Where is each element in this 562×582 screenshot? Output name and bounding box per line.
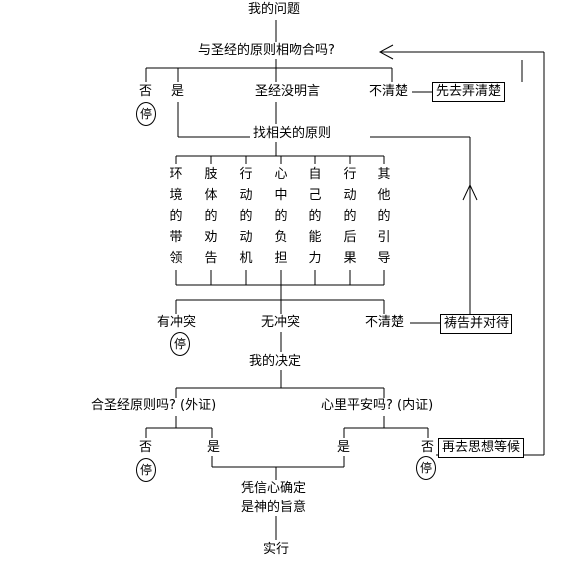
principle-column: 行动的后果 xyxy=(342,164,358,269)
principle-char: 劝 xyxy=(204,230,218,245)
my-decision: 我的决定 xyxy=(248,354,303,370)
stop-icon: 停 xyxy=(136,458,156,482)
box-rethink-and-wait: 再去思想等候 xyxy=(438,438,525,458)
principle-char: 自 xyxy=(308,167,322,182)
principle-char: 告 xyxy=(204,251,218,266)
page-title: 我的问题 xyxy=(247,2,302,18)
principle-char: 的 xyxy=(239,209,253,224)
principle-char: 担 xyxy=(274,251,288,266)
principle-char: 带 xyxy=(169,230,183,245)
principle-column: 肢体的劝告 xyxy=(203,164,219,269)
principle-char: 行 xyxy=(239,167,253,182)
answer-no: 否 xyxy=(138,84,154,100)
principle-char: 负 xyxy=(274,230,288,245)
principle-char: 能 xyxy=(308,230,322,245)
principle-char: 肢 xyxy=(204,167,218,182)
principle-char: 动 xyxy=(239,230,253,245)
principle-char: 果 xyxy=(343,251,357,266)
principle-char: 他 xyxy=(377,188,391,203)
principle-char: 动 xyxy=(239,188,253,203)
principle-char: 境 xyxy=(169,188,183,203)
question-outer-evidence: 合圣经原则吗? (外证) xyxy=(90,398,218,414)
principle-char: 力 xyxy=(308,251,322,266)
principle-char: 的 xyxy=(308,209,322,224)
stop-icon: 停 xyxy=(416,456,436,480)
principle-char: 动 xyxy=(343,188,357,203)
answer-yes-left: 是 xyxy=(206,440,222,456)
principle-char: 其 xyxy=(377,167,391,182)
question-inner-evidence: 心里平安吗? (内证) xyxy=(320,398,435,414)
principle-column: 心中的负担 xyxy=(273,164,289,269)
principle-char: 环 xyxy=(169,167,183,182)
answer-yes-right: 是 xyxy=(336,440,352,456)
principle-char: 机 xyxy=(239,251,253,266)
principle-column: 其他的引导 xyxy=(376,164,392,269)
question-scripture-match: 与圣经的原则相吻合吗? xyxy=(197,43,336,59)
principle-char: 后 xyxy=(343,230,357,245)
principle-char: 的 xyxy=(204,209,218,224)
act: 实行 xyxy=(262,542,291,558)
stop-icon: 停 xyxy=(136,102,156,126)
answer-conflict: 有冲突 xyxy=(156,315,198,331)
answer-yes: 是 xyxy=(170,84,186,100)
answer-unclear: 不清楚 xyxy=(368,84,410,100)
answer-scripture-silent: 圣经没明言 xyxy=(254,84,322,100)
principle-char: 的 xyxy=(274,209,288,224)
answer-no-right: 否 xyxy=(420,440,436,456)
answer-unclear-2: 不清楚 xyxy=(364,315,406,331)
principle-char: 的 xyxy=(169,209,183,224)
box-pray-and-wait: 祷告并对待 xyxy=(440,314,512,334)
faith-confirm-line1: 凭信心确定 xyxy=(240,481,308,497)
principle-char: 己 xyxy=(308,188,322,203)
principle-char: 导 xyxy=(377,251,391,266)
principle-char: 的 xyxy=(343,209,357,224)
principle-column: 自己的能力 xyxy=(307,164,323,269)
principle-char: 体 xyxy=(204,188,218,203)
stop-icon: 停 xyxy=(170,332,190,356)
find-related-principles: 找相关的原则 xyxy=(252,126,333,142)
answer-no-conflict: 无冲突 xyxy=(260,315,302,331)
principle-char: 的 xyxy=(377,209,391,224)
principle-column: 行动的动机 xyxy=(238,164,254,269)
faith-confirm-line2: 是神的旨意 xyxy=(240,500,308,516)
principle-char: 引 xyxy=(377,230,391,245)
answer-no-left: 否 xyxy=(138,440,154,456)
principle-column: 环境的带领 xyxy=(168,164,184,269)
principle-char: 行 xyxy=(343,167,357,182)
principle-char: 领 xyxy=(169,251,183,266)
principle-char: 中 xyxy=(274,188,288,203)
principle-char: 心 xyxy=(274,167,288,182)
box-clarify-first: 先去弄清楚 xyxy=(432,82,506,102)
